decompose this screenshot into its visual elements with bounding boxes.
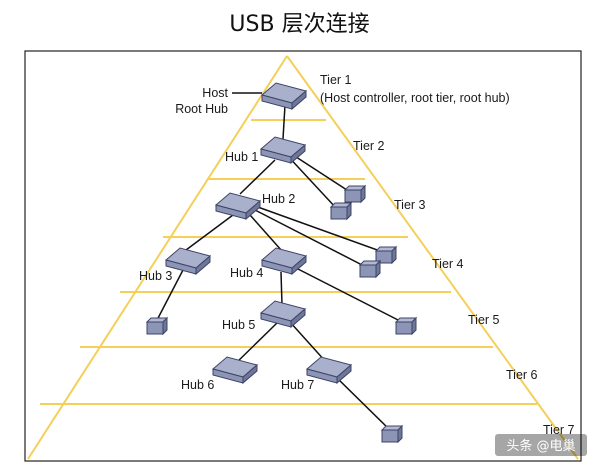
hub-1-label: Hub 1	[225, 150, 258, 164]
tier-4-label: Tier 4	[432, 257, 464, 271]
device-cube	[394, 316, 418, 336]
device-cube	[145, 316, 169, 336]
watermark: 头条 @电巢	[495, 434, 587, 456]
hub-6-device	[211, 356, 259, 385]
tier-lines	[40, 119, 537, 405]
watermark-text: 头条 @电巢	[506, 438, 575, 454]
hub-3-label: Hub 3	[139, 269, 172, 283]
device-cube	[343, 184, 367, 204]
hub-3-device	[164, 247, 212, 276]
connections	[155, 92, 403, 431]
hub-6-label: Hub 6	[181, 378, 214, 392]
device-cube	[329, 201, 353, 221]
tier-7-label: Tier 7	[543, 423, 575, 437]
tier-2-label: Tier 2	[353, 139, 385, 153]
labels: Host Root Hub Tier 1 (Host controller, r…	[139, 73, 575, 437]
tier-1-note: (Host controller, root tier, root hub)	[320, 91, 510, 105]
device-cube	[380, 424, 404, 444]
root-hub-label: Root Hub	[175, 102, 228, 116]
host-label: Host	[202, 86, 228, 100]
hub-2-label: Hub 2	[262, 192, 295, 206]
hub-4-device	[260, 247, 308, 276]
hub-2-device	[214, 192, 262, 221]
hub-7-device	[305, 356, 353, 385]
device-cube	[358, 259, 382, 279]
hub-1-device	[259, 136, 307, 165]
tier-1-label: Tier 1	[320, 73, 352, 87]
devices	[145, 82, 418, 444]
hub-4-label: Hub 4	[230, 266, 263, 280]
root-hub-device	[260, 82, 308, 111]
hub-5-device	[259, 300, 307, 329]
diagram-title: USB 层次连接	[229, 12, 370, 37]
pyramid-outline	[27, 55, 579, 460]
tier-6-label: Tier 6	[506, 368, 538, 382]
diagram-frame	[24, 50, 582, 462]
hub-7-label: Hub 7	[281, 378, 314, 392]
hub-5-label: Hub 5	[222, 318, 255, 332]
device-cube	[374, 245, 398, 265]
tier-3-label: Tier 3	[394, 198, 426, 212]
tier-5-label: Tier 5	[468, 313, 500, 327]
